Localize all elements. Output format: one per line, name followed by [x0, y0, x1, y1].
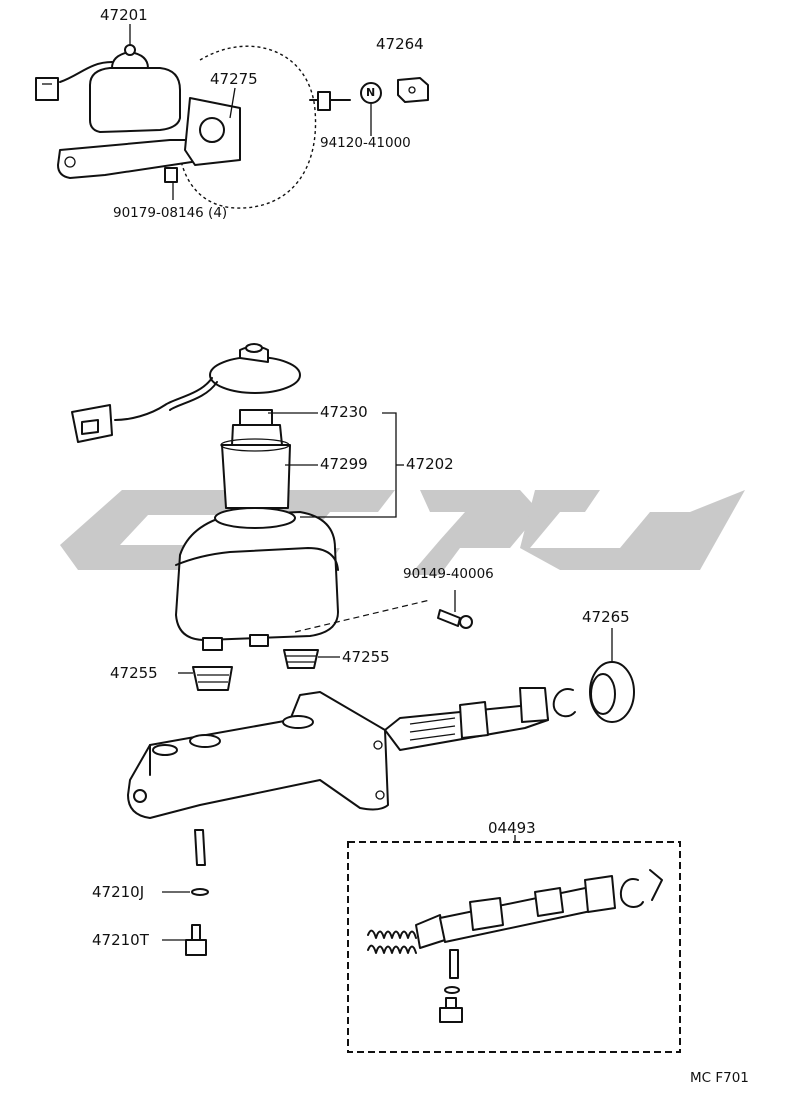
diagram-code: MC F701 — [690, 1070, 749, 1086]
label-94120-41000: 94120-41000 — [320, 135, 411, 151]
label-47255-right: 47255 — [342, 648, 390, 666]
label-47230: 47230 — [320, 403, 368, 421]
watermark-logo — [60, 490, 745, 575]
label-47202: 47202 — [406, 455, 454, 473]
label-47210j: 47210J — [92, 883, 145, 901]
repair-kit — [347, 835, 681, 1053]
label-90149-40006: 90149-40006 — [403, 566, 494, 582]
label-04493: 04493 — [488, 819, 536, 837]
label-47299: 47299 — [320, 455, 368, 473]
label-47264: 47264 — [376, 35, 424, 53]
label-n: N — [366, 86, 376, 99]
master-cylinder — [127, 628, 635, 956]
label-47265: 47265 — [582, 608, 630, 626]
label-47255-left: 47255 — [110, 664, 158, 682]
label-47210t: 47210T — [92, 931, 149, 949]
reservoir-assembly — [71, 343, 473, 691]
label-47201: 47201 — [100, 6, 148, 24]
label-90179-08146: 90179-08146 (4) — [113, 205, 228, 221]
label-47275: 47275 — [210, 70, 258, 88]
top-assembly — [35, 24, 429, 209]
